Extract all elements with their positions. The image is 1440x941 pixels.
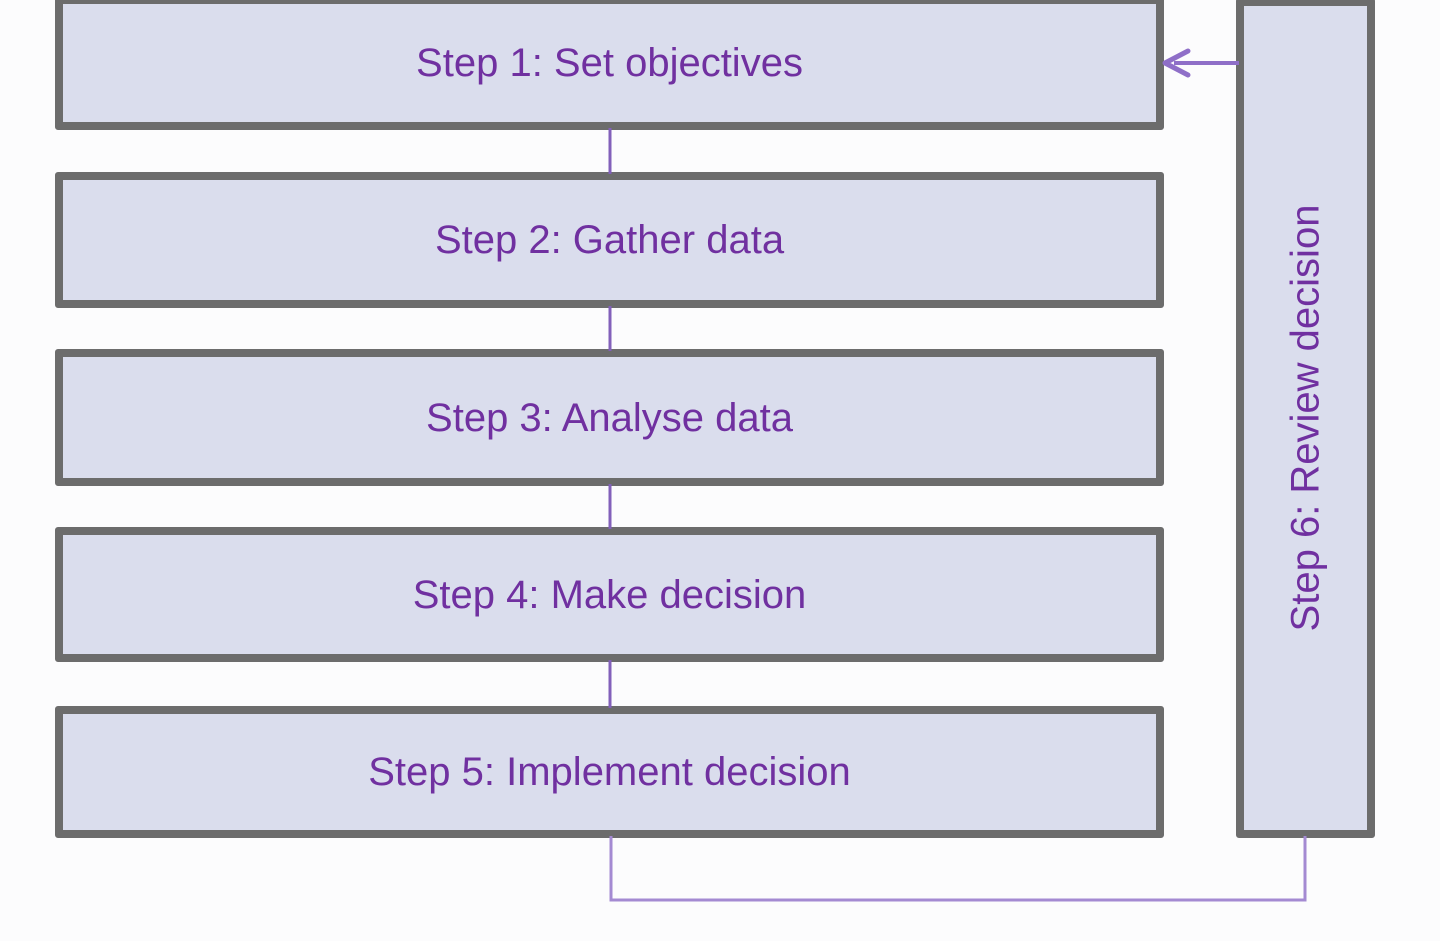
arrow-head-icon — [1162, 48, 1191, 78]
step-box-4: Step 4: Make decision — [55, 527, 1164, 662]
step-6-label: Step 6: Review decision — [1283, 204, 1328, 632]
step-3-label: Step 3: Analyse data — [426, 395, 793, 440]
step-box-1: Step 1: Set objectives — [55, 0, 1164, 130]
step-box-3: Step 3: Analyse data — [55, 349, 1164, 486]
step-1-label: Step 1: Set objectives — [416, 41, 803, 85]
step-5-label: Step 5: Implement decision — [368, 750, 851, 794]
step-2-label: Step 2: Gather data — [434, 218, 785, 262]
step-4-label: Step 4: Make decision — [412, 572, 807, 617]
step-box-6-review: Step 6: Review decision — [1236, 0, 1375, 838]
step-box-2: Step 2: Gather data — [55, 172, 1164, 308]
step-box-5: Step 5: Implement decision — [55, 706, 1164, 838]
connector-step5-step6-feedback — [609, 836, 1307, 902]
arrow-step6-to-step1 — [1162, 48, 1239, 78]
